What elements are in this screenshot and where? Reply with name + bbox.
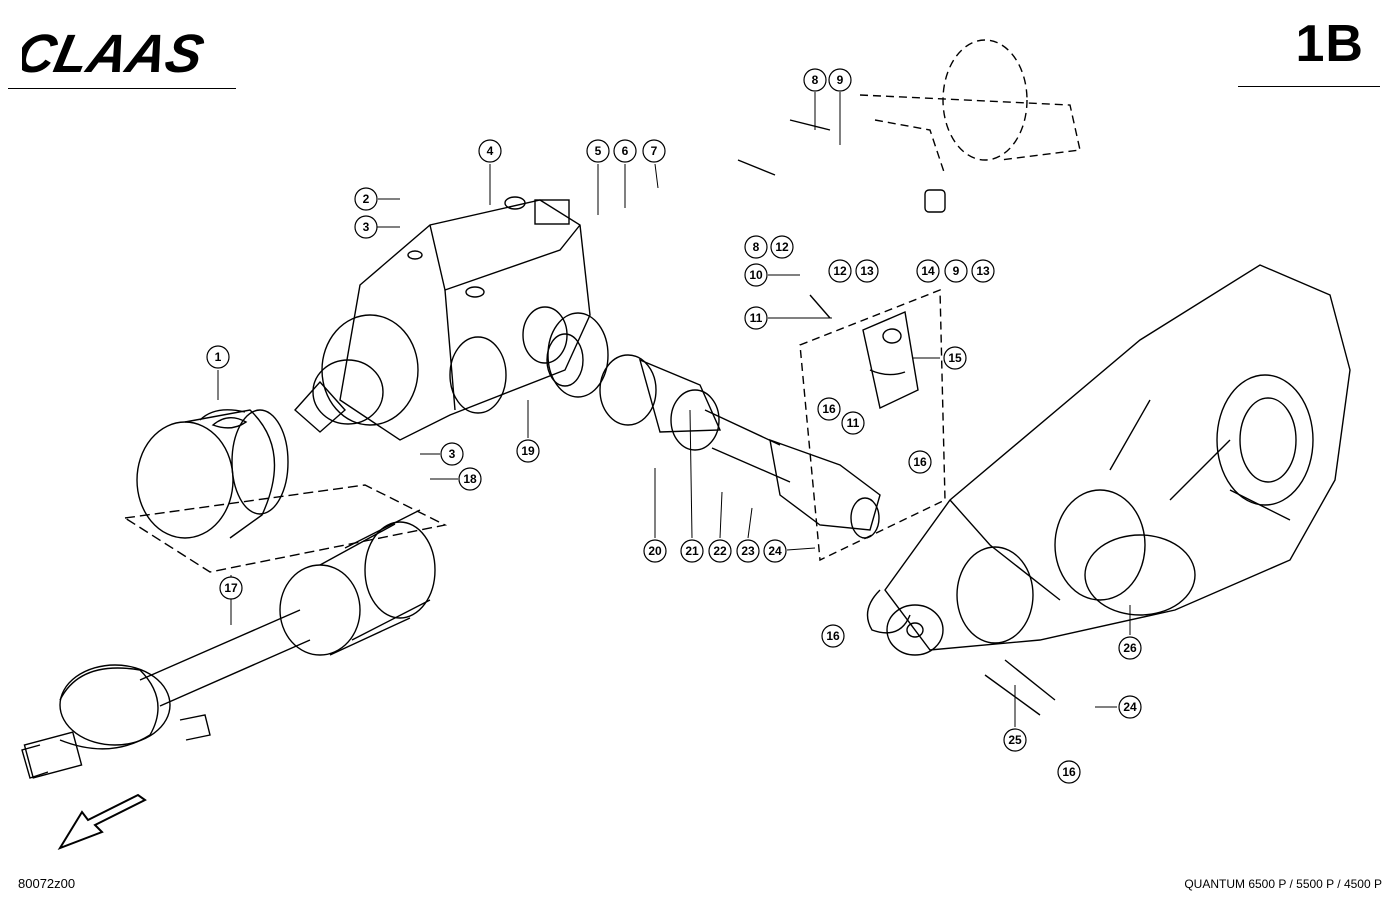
svg-text:8: 8 [812, 73, 819, 87]
part-pto-shaft [21, 509, 436, 779]
svg-text:13: 13 [860, 264, 874, 278]
callout-9a: 9 [828, 68, 852, 92]
svg-text:24: 24 [1123, 700, 1137, 714]
callout-18: 18 [458, 467, 482, 491]
callout-26: 26 [1118, 636, 1142, 660]
callout-6: 6 [613, 139, 637, 163]
claas-logo: CLAAS [22, 28, 209, 78]
svg-text:16: 16 [826, 629, 840, 643]
callout-24a: 24 [763, 539, 787, 563]
svg-text:9: 9 [953, 264, 960, 278]
svg-text:17: 17 [224, 581, 238, 595]
callout-9b: 9 [944, 259, 968, 283]
alignment-dashed-box [123, 484, 448, 573]
brand-text: CLAAS [22, 28, 209, 78]
svg-text:1: 1 [215, 350, 222, 364]
callout-2: 2 [354, 187, 378, 211]
svg-text:18: 18 [463, 472, 477, 486]
callout-12a: 12 [770, 235, 794, 259]
callout-11a: 11 [744, 306, 768, 330]
callout-11b: 11 [841, 411, 865, 435]
svg-text:23: 23 [741, 544, 755, 558]
reference-housing-dashed [799, 39, 1081, 562]
callout-16a: 16 [817, 397, 841, 421]
header-rule-left [8, 88, 236, 89]
svg-text:19: 19 [521, 444, 535, 458]
callout-24b: 24 [1118, 695, 1142, 719]
callout-13b: 13 [971, 259, 995, 283]
callout-12b: 12 [828, 259, 852, 283]
svg-text:16: 16 [913, 455, 927, 469]
svg-text:20: 20 [648, 544, 662, 558]
callout-13a: 13 [855, 259, 879, 283]
svg-text:22: 22 [713, 544, 727, 558]
header-rule-right [1238, 86, 1380, 87]
callout-16d: 16 [1057, 760, 1081, 784]
svg-text:5: 5 [595, 144, 602, 158]
direction-arrow-icon [57, 793, 147, 850]
sheet-id: 1B [1295, 15, 1364, 73]
callout-8a: 8 [803, 68, 827, 92]
svg-text:16: 16 [822, 402, 836, 416]
svg-text:14: 14 [921, 264, 935, 278]
callouts: 1 2 3 3 4 5 6 7 8 9 8 12 12 13 14 9 13 1… [206, 68, 1142, 784]
svg-text:2: 2 [363, 192, 370, 206]
callout-20: 20 [643, 539, 667, 563]
callout-14: 14 [916, 259, 940, 283]
svg-text:10: 10 [749, 268, 763, 282]
svg-text:3: 3 [449, 447, 456, 461]
svg-text:11: 11 [750, 311, 763, 325]
model-line: QUANTUM 6500 P / 5500 P / 4500 P [1184, 877, 1382, 891]
svg-text:4: 4 [487, 144, 494, 158]
part-flange [546, 312, 609, 398]
svg-text:24: 24 [768, 544, 782, 558]
svg-text:7: 7 [651, 144, 658, 158]
svg-text:15: 15 [948, 351, 962, 365]
svg-text:13: 13 [976, 264, 990, 278]
part-gearbox [294, 196, 591, 441]
callout-23: 23 [736, 539, 760, 563]
callout-16c: 16 [821, 624, 845, 648]
svg-text:3: 3 [363, 220, 370, 234]
svg-text:25: 25 [1008, 733, 1022, 747]
callout-4: 4 [478, 139, 502, 163]
callout-25: 25 [1003, 728, 1027, 752]
callout-7: 7 [642, 139, 666, 163]
callout-8b: 8 [744, 235, 768, 259]
callout-17: 17 [219, 576, 243, 600]
callout-3b: 3 [440, 442, 464, 466]
svg-text:9: 9 [837, 73, 844, 87]
callout-22: 22 [708, 539, 732, 563]
part-shield-cone [136, 409, 289, 539]
part-universal-joint-shaft [599, 354, 881, 539]
callout-5: 5 [586, 139, 610, 163]
callout-1: 1 [206, 345, 230, 369]
callout-21: 21 [680, 539, 704, 563]
svg-text:26: 26 [1123, 641, 1137, 655]
svg-text:12: 12 [833, 264, 847, 278]
svg-text:21: 21 [685, 544, 699, 558]
part-main-gearbox [866, 264, 1351, 716]
svg-text:11: 11 [847, 416, 860, 430]
callout-10: 10 [744, 263, 768, 287]
callout-3a: 3 [354, 215, 378, 239]
part-bracket-assembly [737, 119, 946, 410]
callout-19: 19 [516, 439, 540, 463]
callout-15: 15 [943, 346, 967, 370]
callout-16b: 16 [908, 450, 932, 474]
drawing-code: 80072z00 [18, 876, 76, 891]
svg-text:16: 16 [1062, 765, 1076, 779]
leader-lines [217, 92, 1131, 727]
svg-text:6: 6 [622, 144, 629, 158]
svg-text:8: 8 [753, 240, 760, 254]
svg-text:12: 12 [775, 240, 789, 254]
